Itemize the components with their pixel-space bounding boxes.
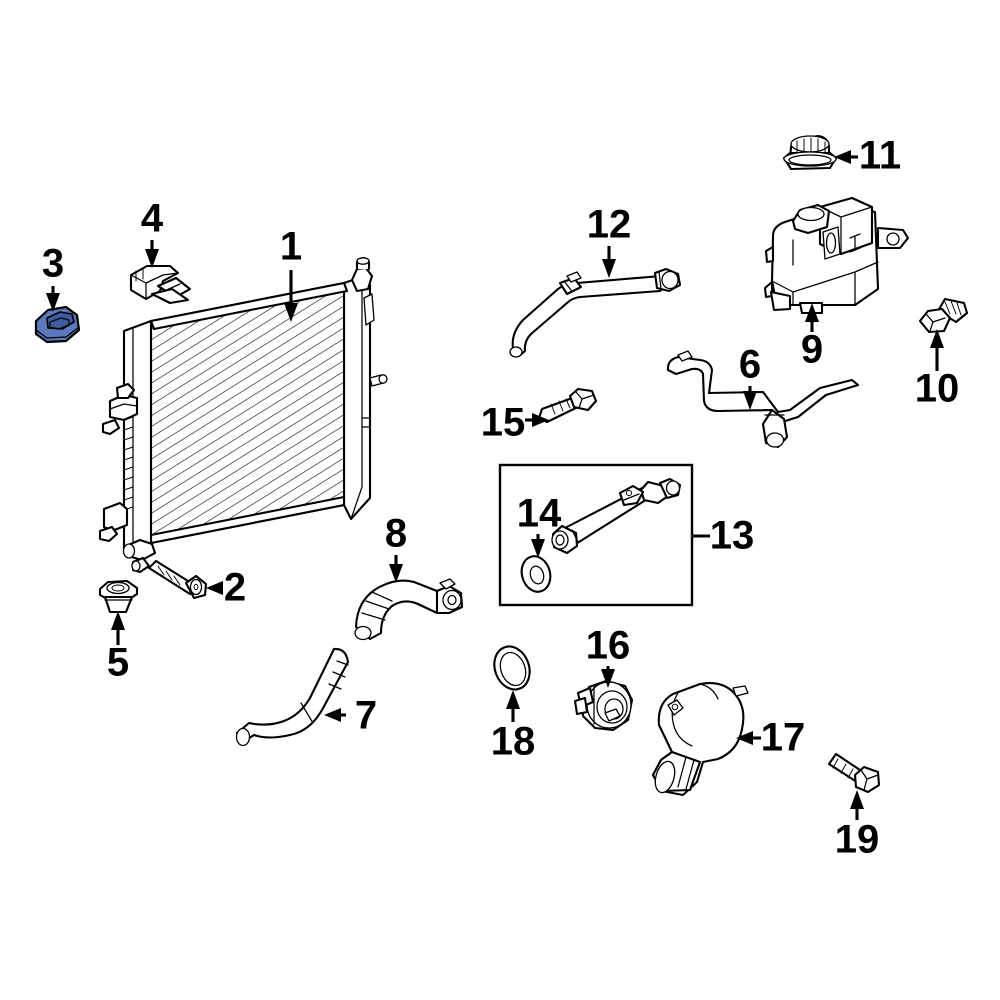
callout-number-12[interactable]: 12 [587, 203, 632, 247]
callout-number-4[interactable]: 4 [141, 197, 164, 241]
callout-number-6[interactable]: 6 [739, 343, 761, 387]
callout-number-19[interactable]: 19 [835, 818, 880, 862]
callout-number-2[interactable]: 2 [224, 566, 246, 610]
part-coolant-expansion-tank[interactable] [763, 196, 910, 315]
part-water-inlet-tube[interactable] [551, 477, 682, 555]
callout-number-5[interactable]: 5 [107, 641, 129, 685]
part-water-tube-o-ring[interactable] [518, 553, 555, 595]
part-expansion-tank-cap[interactable] [782, 134, 838, 171]
callout-number-9[interactable]: 9 [801, 328, 823, 372]
callout-number-11[interactable]: 11 [859, 134, 901, 178]
part-water-tube-bolt[interactable] [537, 387, 598, 424]
part-expansion-tank-bolt[interactable] [918, 297, 969, 334]
callout-number-7[interactable]: 7 [355, 694, 377, 738]
callout-number-13[interactable]: 13 [710, 514, 755, 558]
callout-number-18[interactable]: 18 [491, 720, 536, 764]
part-upper-radiator-hose[interactable] [354, 578, 464, 641]
part-radiator[interactable] [98, 256, 388, 574]
part-radiator-lower-insulator[interactable] [98, 579, 139, 614]
part-radiator-upper-insulator[interactable] [34, 305, 81, 344]
callout-number-1[interactable]: 1 [280, 225, 302, 269]
callout-number-10[interactable]: 10 [915, 367, 960, 411]
part-thermostat-seal[interactable] [489, 642, 536, 695]
callout-number-16[interactable]: 16 [586, 624, 631, 668]
callout-number-15[interactable]: 15 [481, 401, 526, 445]
part-overflow-hose[interactable] [666, 350, 860, 449]
part-thermostat-housing[interactable] [651, 682, 749, 797]
part-radiator-lower-bolt[interactable] [147, 559, 208, 600]
part-thermostat-housing-bolt[interactable] [827, 752, 881, 794]
callout-number-8[interactable]: 8 [385, 512, 407, 556]
callout-number-17[interactable]: 17 [761, 716, 806, 760]
part-radiator-upper-bracket[interactable] [129, 264, 192, 305]
callout-number-14[interactable]: 14 [517, 492, 562, 536]
callout-number-3[interactable]: 3 [42, 242, 64, 286]
leader-lines [46, 150, 944, 820]
part-lower-radiator-hose[interactable] [235, 647, 350, 747]
part-heater-hose[interactable] [509, 267, 682, 358]
part-thermostat[interactable] [573, 679, 634, 732]
